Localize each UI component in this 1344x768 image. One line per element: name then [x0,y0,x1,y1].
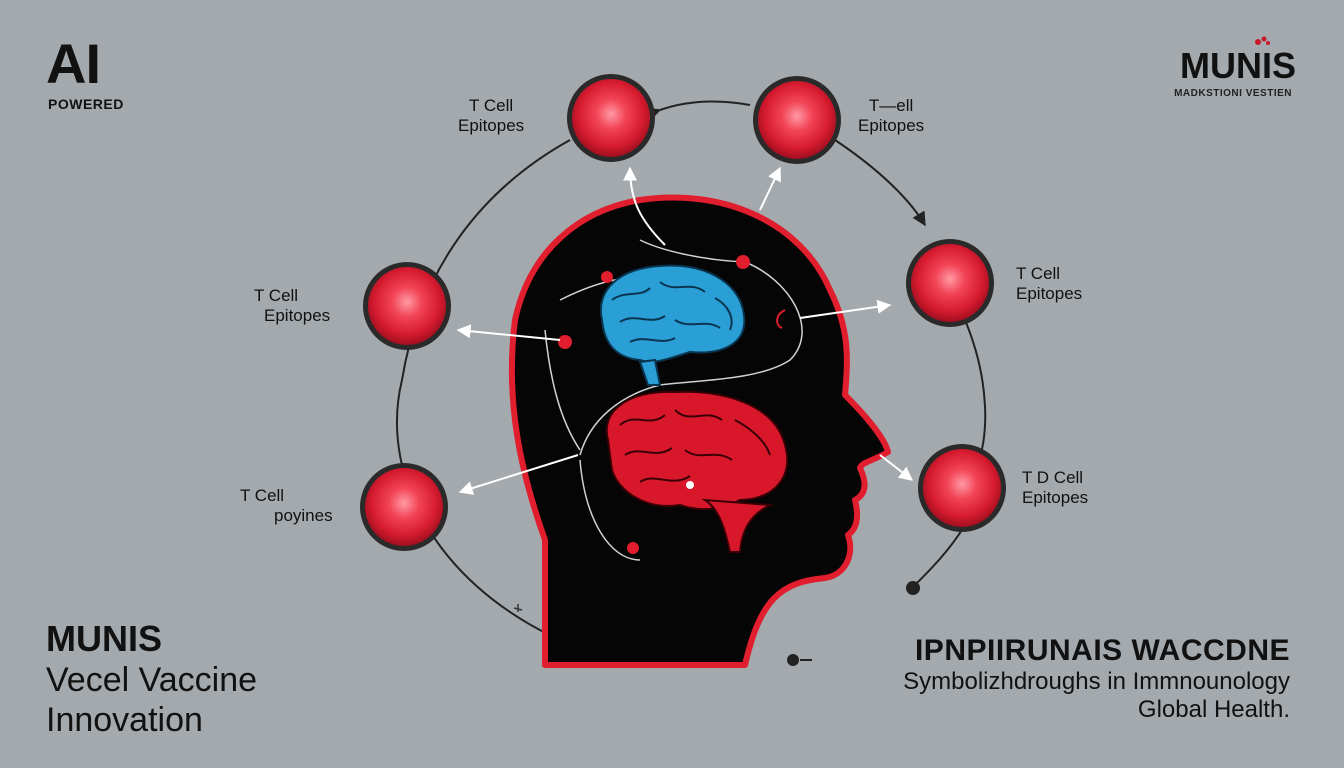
node-label-line2: Epitopes [264,306,331,325]
node-label-line2: Epitopes [858,116,925,135]
orbit-ring [395,100,987,641]
red-hook-mark [776,309,786,329]
caption-right-line2: Global Health. [1137,696,1290,723]
logo-dots-icon [1255,36,1270,45]
node-label-line1: T Cell [1016,264,1061,283]
cell-node-mid-right[interactable] [906,239,994,327]
node-label-line1: T—ell [868,96,914,115]
caption-left-line1: Vecel Vaccine [46,661,258,699]
node-label-line1: Τ Cell [240,486,285,505]
cell-node-mid-left[interactable] [363,262,451,350]
node-label-lower-left: Τ Cell poyines [240,486,333,526]
blue-brain-icon [599,264,746,386]
red-brain-icon [605,390,789,553]
node-label-line2: Epitopes [1016,284,1083,303]
node-label-line2: Epitopes [458,116,525,135]
bullet-arrow-icon [787,654,812,666]
caption-left-title: MUNIS [46,618,162,659]
logo-title: MUNIS [1180,45,1296,86]
node-label-mid-left: T Cell Epitopes [254,286,330,326]
pointer-arrows [456,166,914,495]
caption-left: MUNIS Vecel Vaccine Innovation [46,618,257,740]
node-label-top-right: T—ell Epitopes [858,96,924,136]
inner-connectors [544,239,803,561]
node-label-top-left: T Cell Epitopes [458,96,524,136]
cell-node-lower-right[interactable] [918,444,1006,532]
cell-node-top-left[interactable] [567,74,655,162]
caption-left-line2: Innovation [46,701,203,739]
node-label-mid-right: T Cell Epitopes [1016,264,1082,304]
cell-node-lower-left[interactable] [360,463,448,551]
node-label-line1: T Cell [254,286,299,305]
logo-subtitle: MADKSTIONI VESTIEN [1174,88,1292,99]
node-label-line2: Epitopes [1022,488,1089,507]
cell-node-top-right[interactable] [753,76,841,164]
powered-label: POWERED [48,96,124,112]
caption-right-title: IPNPIIRUNAIS WACCDNE [914,634,1290,667]
ai-badge: AI [46,32,101,95]
caption-right: IPNPIIRUNAIS WACCDNE Symbolizhdroughs in… [903,634,1290,724]
node-label-line2: poyines [274,506,333,525]
inner-dots [558,255,750,554]
node-label-line1: T Cell [469,96,514,115]
node-label-line1: T D Cell [1022,468,1084,487]
node-label-lower-right: T D Cell Epitopes [1022,468,1088,508]
caption-right-line1: Symbolizhdroughs in Immnounology [903,668,1290,695]
small-tick-mark [513,604,523,612]
